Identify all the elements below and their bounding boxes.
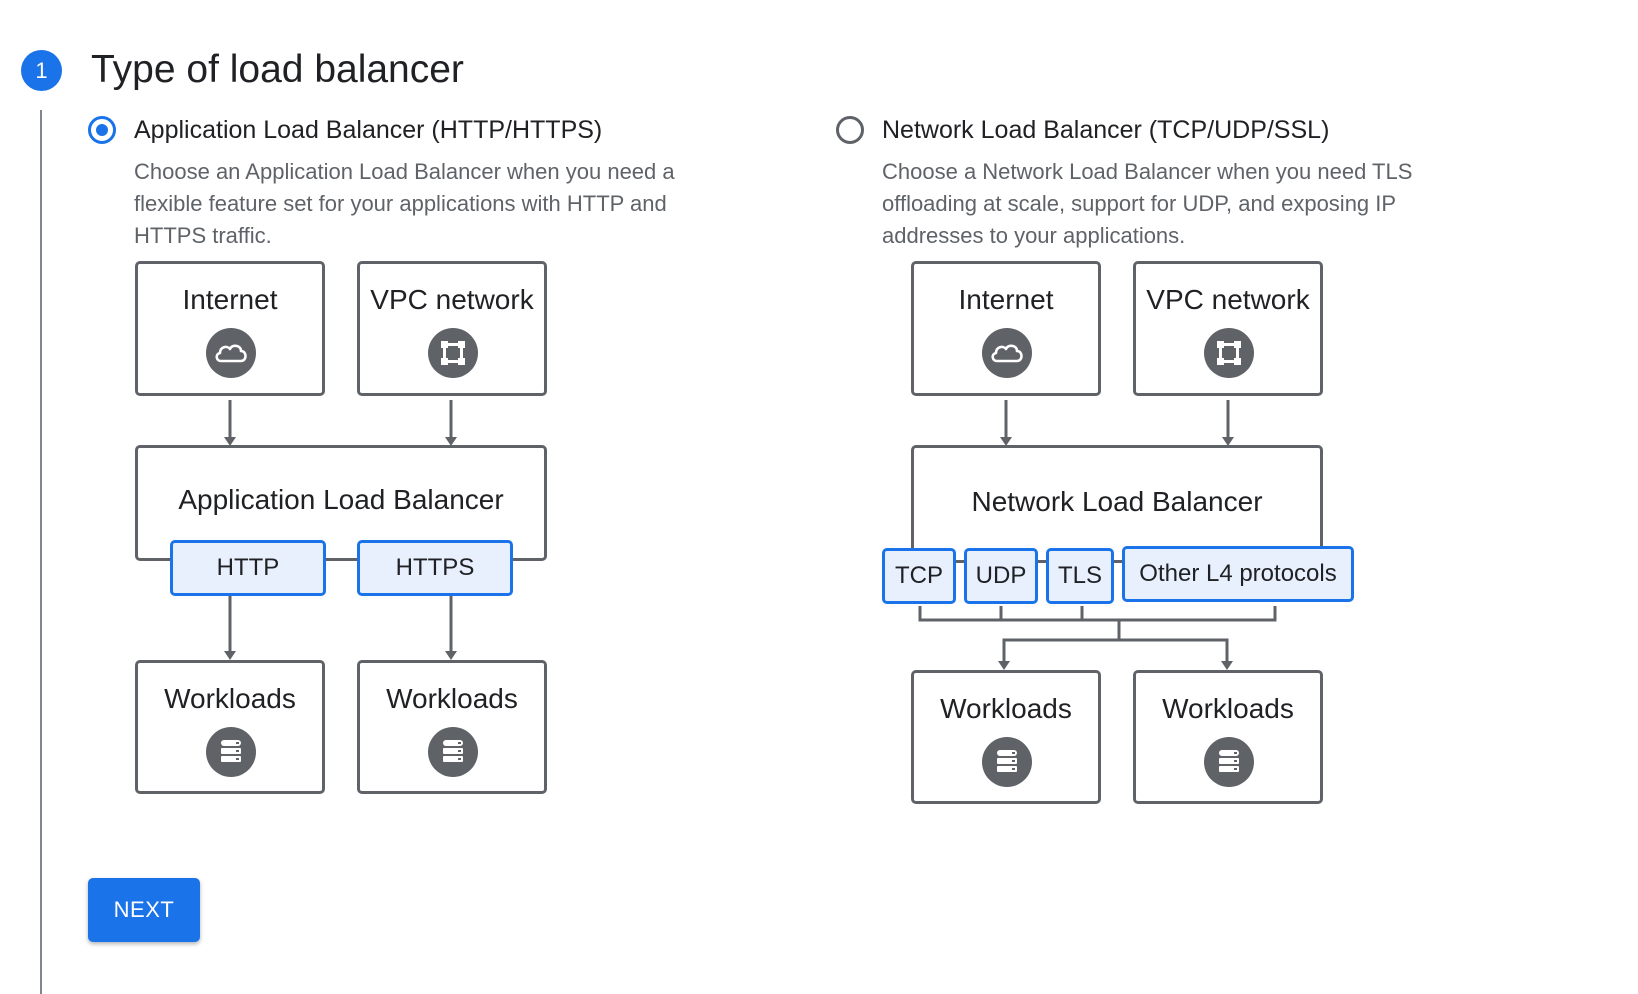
network-load-balancer-box: Network Load Balancer: [911, 445, 1323, 563]
description-line: Choose an Application Load Balancer when…: [134, 159, 675, 184]
source-label: VPC network: [370, 284, 534, 315]
workloads-target-box: Workloads: [911, 670, 1101, 804]
target-label: Workloads: [386, 683, 518, 714]
application-lb-label[interactable]: Application Load Balancer (HTTP/HTTPS): [134, 116, 603, 144]
workloads-target-box: Workloads: [1133, 670, 1323, 804]
database-icon: [206, 727, 256, 777]
next-button[interactable]: NEXT: [88, 878, 200, 942]
source-label: Internet: [182, 284, 278, 315]
internet-source-box: Internet: [911, 261, 1101, 396]
protocol-https: HTTPS: [357, 540, 513, 596]
description-line: flexible feature set for your applicatio…: [134, 191, 667, 216]
network-lb-radio[interactable]: [836, 116, 864, 144]
application-lb-description: Choose an Application Load Balancer when…: [134, 156, 675, 252]
vpc-network-icon: [1204, 328, 1254, 378]
workloads-target-box: Workloads: [357, 660, 547, 794]
protocol-tls: TLS: [1046, 548, 1114, 604]
database-icon: [1204, 737, 1254, 787]
target-label: Workloads: [1162, 693, 1294, 724]
cloud-icon: [206, 328, 256, 378]
target-label: Workloads: [940, 693, 1072, 724]
network-lb-description: Choose a Network Load Balancer when you …: [882, 156, 1412, 252]
protocol-udp: UDP: [964, 548, 1038, 604]
step-connector-line: [40, 110, 42, 994]
internet-source-box: Internet: [135, 261, 325, 396]
description-line: offloading at scale, support for UDP, an…: [882, 191, 1397, 216]
vpc-network-source-box: VPC network: [357, 261, 547, 396]
balancer-label: Network Load Balancer: [971, 486, 1263, 517]
database-icon: [982, 737, 1032, 787]
step-title: Type of load balancer: [91, 48, 464, 91]
database-icon: [428, 727, 478, 777]
network-lb-label[interactable]: Network Load Balancer (TCP/UDP/SSL): [882, 116, 1330, 144]
protocol-http: HTTP: [170, 540, 326, 596]
source-label: Internet: [958, 284, 1054, 315]
vpc-network-source-box: VPC network: [1133, 261, 1323, 396]
workloads-target-box: Workloads: [135, 660, 325, 794]
application-lb-radio[interactable]: [88, 116, 116, 144]
cloud-icon: [982, 328, 1032, 378]
source-label: VPC network: [1146, 284, 1310, 315]
vpc-network-icon: [428, 328, 478, 378]
description-line: Choose a Network Load Balancer when you …: [882, 159, 1413, 184]
description-line: addresses to your applications.: [882, 223, 1186, 248]
protocol-other-l4: Other L4 protocols: [1122, 546, 1354, 602]
description-line: HTTPS traffic.: [134, 223, 272, 248]
target-label: Workloads: [164, 683, 296, 714]
step-number-badge: 1: [21, 50, 62, 91]
balancer-label: Application Load Balancer: [178, 484, 504, 515]
protocol-tcp: TCP: [882, 548, 956, 604]
